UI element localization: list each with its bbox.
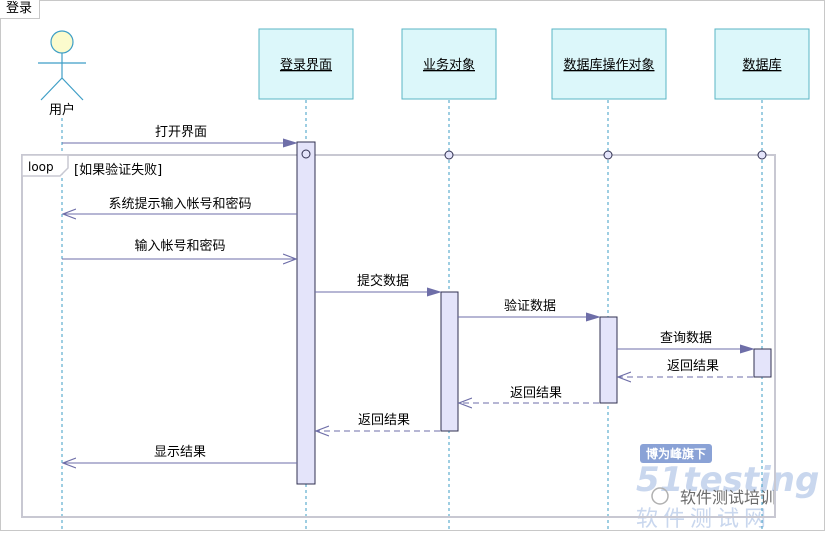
message-return-biz[interactable]: 返回结果: [316, 413, 440, 431]
message-label: 提交数据: [357, 273, 409, 289]
object-label: 数据库操作对象: [563, 57, 654, 73]
message-label: 打开界面: [155, 125, 207, 140]
watermark-brand: 51testing: [636, 460, 819, 500]
message-label: 查询数据: [660, 331, 712, 346]
actor-head-icon: [50, 30, 74, 54]
message-return-op[interactable]: 返回结果: [459, 386, 599, 403]
message-label: 返回结果: [510, 386, 562, 401]
object-business[interactable]: 业务对象: [401, 28, 497, 100]
message-show[interactable]: 显示结果: [63, 445, 297, 463]
object-label: 数据库: [742, 57, 781, 73]
object-label: 登录界面: [280, 58, 332, 73]
message-submit[interactable]: 提交数据: [315, 273, 440, 292]
fragment-guard: [如果验证失败]: [74, 162, 162, 178]
message-label: 返回结果: [667, 359, 719, 374]
watermark-badge: 博为峰旗下: [646, 446, 706, 461]
activation-business: [440, 291, 459, 432]
message-open-ui[interactable]: 打开界面: [62, 125, 296, 143]
object-db-op[interactable]: 数据库操作对象: [551, 28, 667, 100]
watermark-site: 软件测试网: [636, 507, 771, 532]
object-label: 业务对象: [423, 57, 475, 73]
message-verify[interactable]: 验证数据: [458, 298, 599, 317]
watermark: 博为峰旗下 51testing 软件测试培训 软件测试网: [636, 444, 819, 532]
fragment-markers: [444, 150, 767, 160]
message-label: 系统提示输入帐号和密码: [108, 196, 251, 212]
message-prompt[interactable]: 系统提示输入帐号和密码: [63, 196, 297, 214]
message-query[interactable]: 查询数据: [617, 331, 753, 349]
actor-label: 用户: [49, 102, 75, 118]
actor-user[interactable]: 用户: [38, 30, 86, 118]
activation-login-ui: [296, 141, 316, 485]
fragment-operator: loop: [28, 160, 54, 174]
activation-marker: [301, 149, 311, 159]
wechat-icon: [651, 487, 669, 505]
loop-fragment[interactable]: loop [如果验证失败]: [21, 154, 776, 518]
watermark-badge-bg: [640, 444, 712, 463]
message-label: 输入帐号和密码: [134, 238, 225, 254]
messages: 打开界面 系统提示输入帐号和密码 输入帐号和密码 提交数据 验证数据 查询数据 …: [62, 125, 753, 463]
object-login-ui[interactable]: 登录界面: [258, 28, 354, 100]
watermark-wechat: 软件测试培训: [680, 488, 776, 507]
message-return-db[interactable]: 返回结果: [618, 359, 753, 377]
message-label: 显示结果: [154, 445, 206, 460]
activations: [296, 141, 772, 485]
diagram-title: 登录: [0, 0, 41, 19]
activation-db: [753, 348, 772, 378]
message-label: 验证数据: [504, 298, 556, 314]
message-label: 返回结果: [358, 413, 410, 428]
object-db[interactable]: 数据库: [714, 28, 810, 100]
message-input[interactable]: 输入帐号和密码: [62, 238, 296, 259]
activation-db-op: [599, 316, 618, 404]
